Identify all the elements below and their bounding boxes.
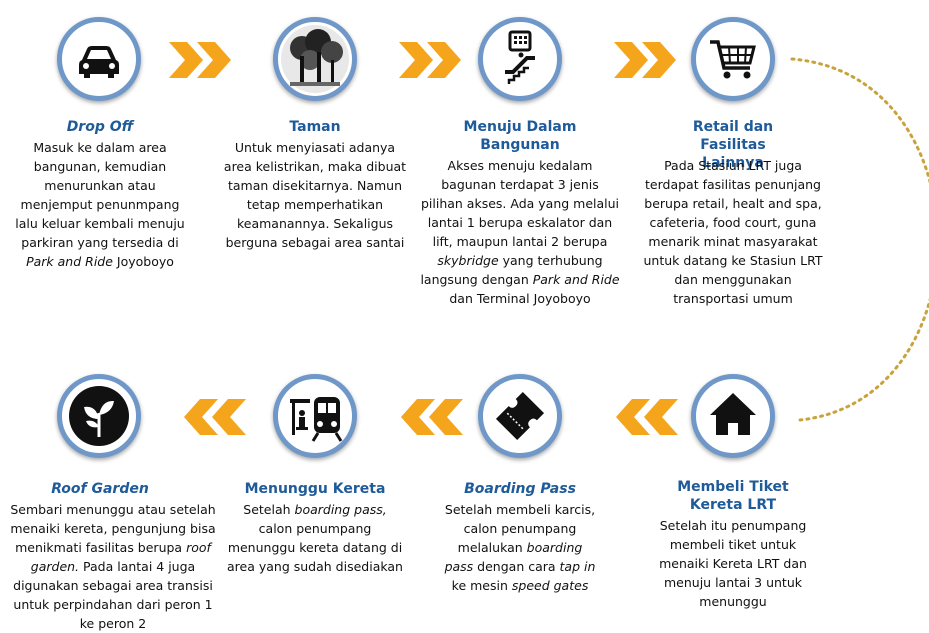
step-membeli-tiket-circle <box>691 374 775 458</box>
step-menunggu-kereta-circle <box>273 374 357 458</box>
step-desc-boarding-pass: Setelah membeli karcis, calon penumpang … <box>444 502 596 593</box>
step-desc-taman: Untuk menyiasati adanya area kelistrikan… <box>223 140 407 250</box>
escalator-elevator-icon <box>505 30 535 84</box>
step-title-boarding-pass: Boarding Pass <box>464 481 576 497</box>
step-title-roof-garden: Roof Garden <box>51 481 149 497</box>
chevron-left-icon <box>616 399 678 435</box>
step-desc-menunggu-kereta: Setelah boarding pass, calon penumpang m… <box>227 502 403 574</box>
chevron-right-icon <box>614 42 676 78</box>
chevron-right-icon <box>169 42 231 78</box>
step-title-drop-off: Drop Off <box>66 119 134 135</box>
chevron-left-icon <box>401 399 463 435</box>
step-roof-garden-circle <box>57 374 141 458</box>
chevron-right-icon <box>399 42 461 78</box>
step-title-taman: Taman <box>289 119 341 135</box>
step-boarding-pass-circle <box>478 374 562 458</box>
step-drop-off-circle <box>57 17 141 101</box>
step-desc-roof-garden: Sembari menunggu atau setelah menaiki ke… <box>10 502 216 631</box>
house-icon <box>710 393 756 435</box>
ticket-icon <box>495 391 545 441</box>
step-desc-retail: Pada Stasiun LRT juga terdapat fasilitas… <box>643 158 823 306</box>
shopping-cart-icon <box>710 40 756 79</box>
trees-icon <box>281 25 349 93</box>
step-desc-menuju-dalam-bangunan: Akses menuju kedalam bagunan terdapat 3 … <box>420 158 620 306</box>
train-station-icon <box>290 397 343 442</box>
step-retail-circle <box>691 17 775 101</box>
step-taman-circle <box>273 17 357 101</box>
leaf-icon <box>69 386 129 446</box>
car-icon <box>79 46 119 78</box>
step-title-menunggu-kereta: Menunggu Kereta <box>244 481 386 497</box>
step-desc-membeli-tiket: Setelah itu penumpang membeli tiket untu… <box>659 518 807 609</box>
step-desc-drop-off: Masuk ke dalam area bangunan, kemudian m… <box>15 140 185 269</box>
step-menuju-dalam-bangunan-circle <box>478 17 562 101</box>
chevron-left-icon <box>184 399 246 435</box>
